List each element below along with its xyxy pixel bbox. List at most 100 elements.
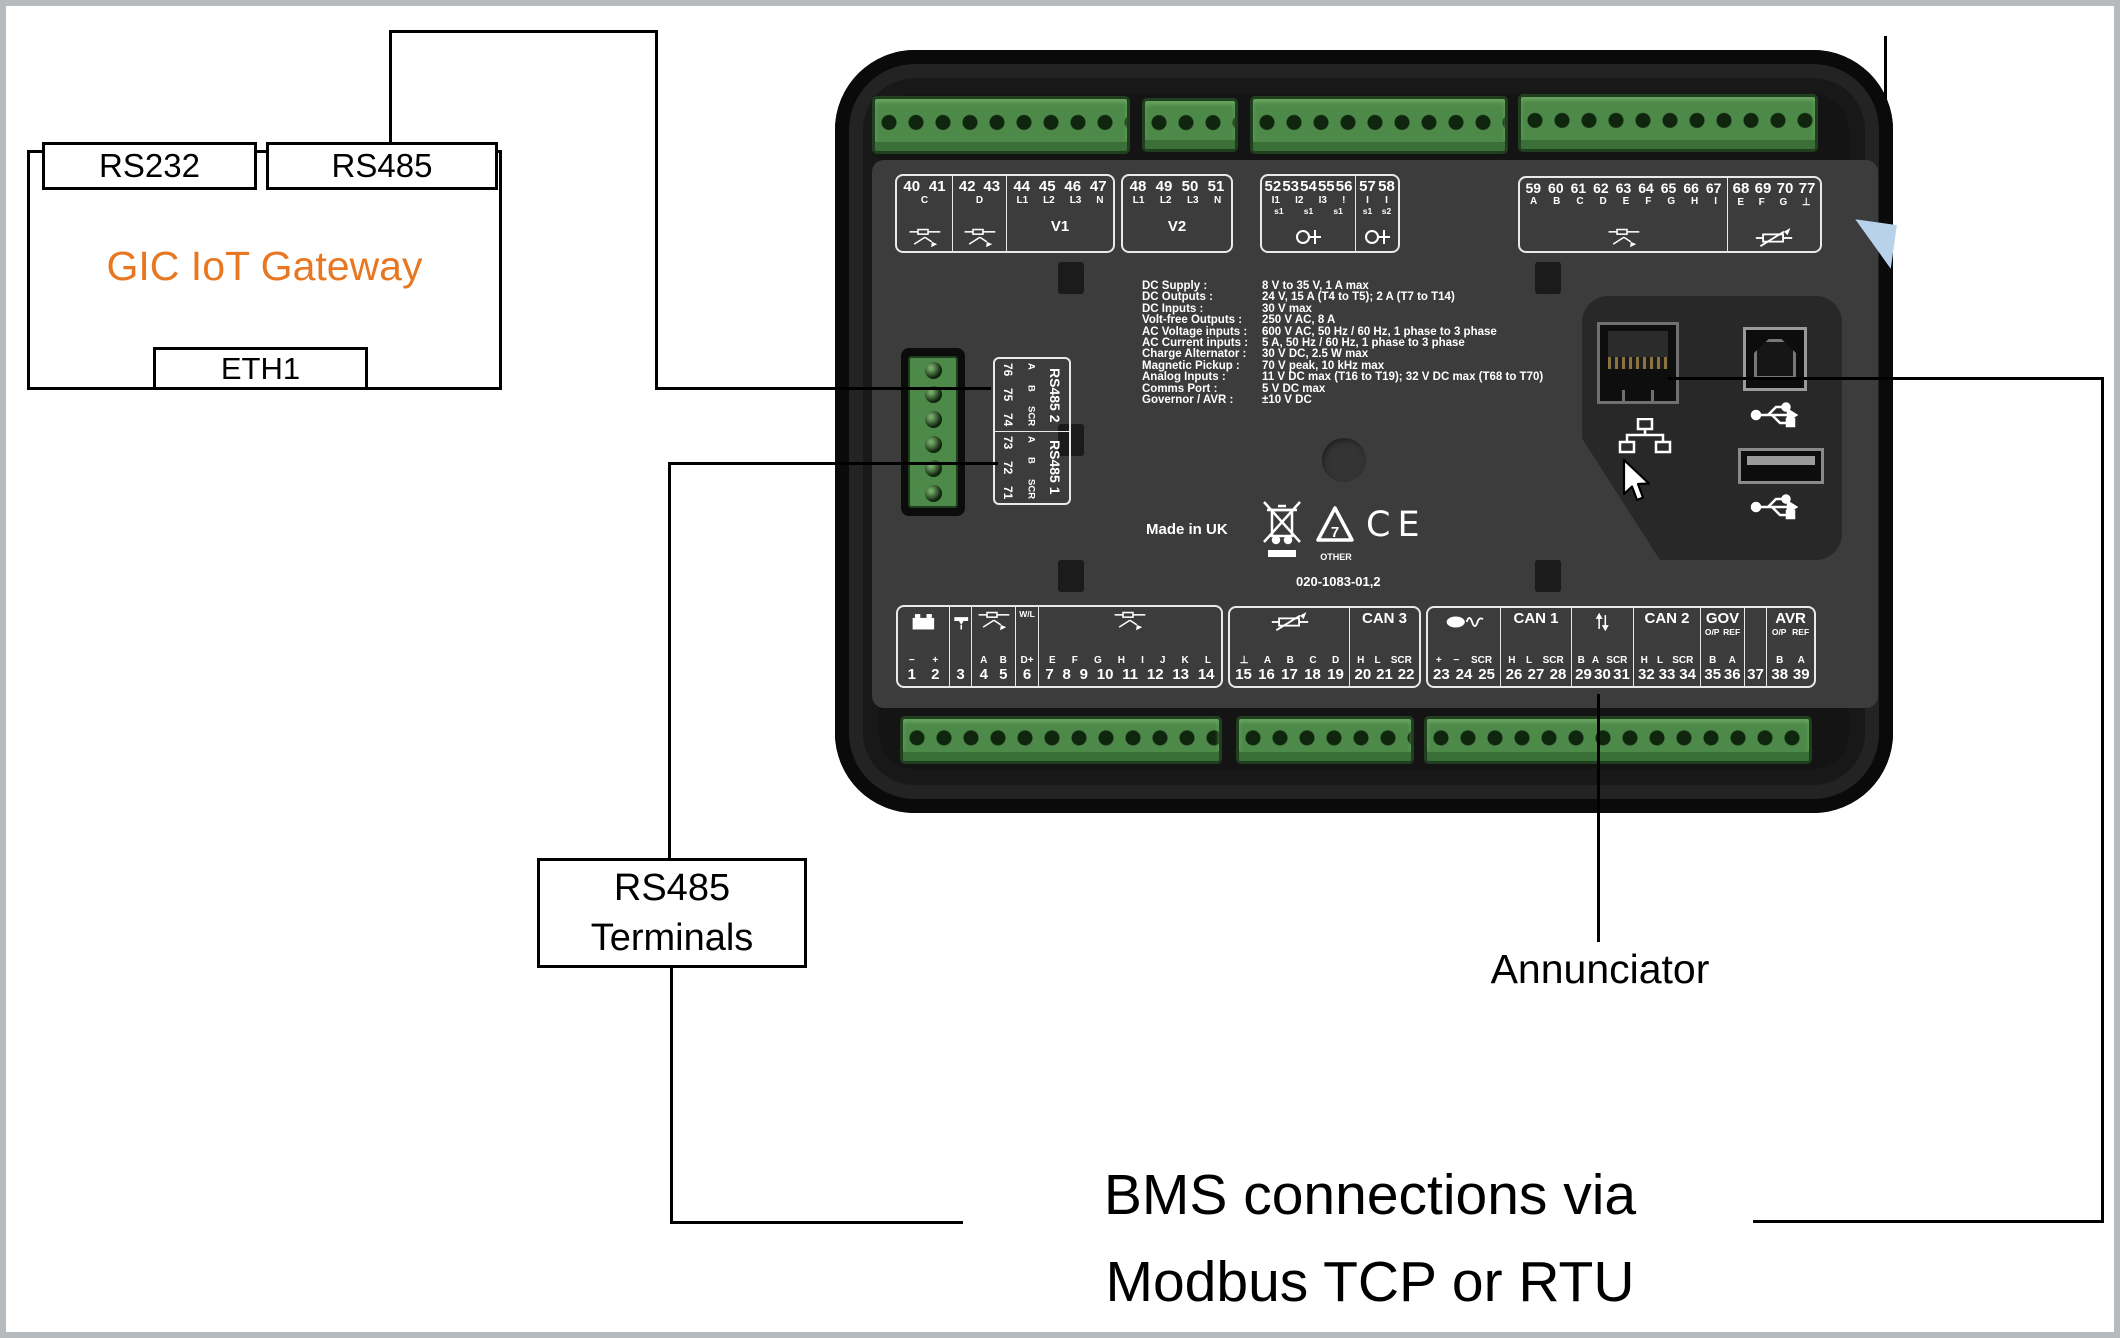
spec-row: AC Voltage inputs :600 V AC, 50 Hz / 60 … — [1142, 325, 1546, 338]
spec-name: DC Inputs : — [1142, 302, 1204, 315]
relay-symbol — [1522, 227, 1725, 248]
gateway-port-rs232: RS232 — [42, 142, 257, 190]
spec-name: Charge Alternator : — [1142, 348, 1247, 361]
recycle-icon: 7 — [1312, 504, 1358, 553]
terminal-strip-top-3 — [1250, 96, 1508, 154]
relay-symbol — [899, 227, 950, 248]
panel-slot — [1535, 560, 1561, 592]
spec-name: Governor / AVR : — [1142, 394, 1234, 407]
letters-row: −+ — [908, 655, 939, 667]
spec-name: Magnetic Pickup : — [1142, 359, 1240, 372]
spec-row: Governor / AVR :±10 V DC — [1142, 394, 1546, 407]
rheostat-symbol — [1232, 611, 1347, 632]
spec-name: DC Outputs : — [1142, 291, 1213, 304]
numbers-row: 6 — [1022, 666, 1032, 684]
usb-a-port — [1738, 448, 1824, 484]
relay-symbol — [955, 227, 1004, 248]
spec-value: 600 V AC, 50 Hz / 60 Hz, 1 phase to 3 ph… — [1262, 325, 1497, 338]
rs485-pin — [924, 386, 942, 404]
ethernet-port-pins — [1608, 357, 1668, 369]
letters-row: +−SCR — [1435, 655, 1493, 667]
group-label: V2 — [1167, 218, 1187, 236]
terminal-group-t3: 3 — [949, 607, 971, 686]
rheostat-symbol — [1730, 227, 1818, 248]
wire-to-rs485-2-port — [655, 387, 991, 390]
usb-icon — [1750, 400, 1806, 435]
numbers-row: 3 — [956, 666, 965, 684]
sub-row: W/L — [1019, 609, 1035, 619]
ethernet-port — [1597, 322, 1679, 404]
terminal-strip-bottom-2 — [1236, 716, 1414, 764]
spec-value: 11 V DC max (T16 to T19); 32 V DC max (T… — [1262, 371, 1544, 384]
annunciator-pointer-line — [1597, 694, 1600, 942]
wire-to-rs485-1-port — [668, 462, 998, 465]
rs485-pin — [924, 411, 942, 429]
terminal-strip-bottom-3 — [1424, 716, 1812, 764]
wire-ethernet-across — [1668, 377, 2104, 380]
wire-ethernet-down — [2101, 377, 2104, 1223]
spec-value: 5 A, 50 Hz / 60 Hz, 1 phase to 3 phase — [1262, 337, 1465, 350]
spec-value: 250 V AC, 8 A — [1262, 314, 1336, 327]
gateway-port-rs485: RS485 — [266, 142, 498, 190]
group-label: CAN 2 — [1644, 610, 1690, 627]
ethernet-port-latch — [1622, 390, 1654, 404]
spec-name: Comms Port : — [1142, 382, 1218, 395]
spec-row: Comms Port :5 V DC max — [1142, 382, 1546, 395]
network-icon — [1618, 417, 1672, 459]
wire-to-bms-left — [670, 1221, 963, 1224]
sensor-symbol — [952, 610, 969, 631]
page-curl-decoration — [1849, 219, 1897, 269]
annunciator-label: Annunciator — [1490, 946, 1710, 992]
spec-value: 24 V, 15 A (T4 to T5); 2 A (T7 to T14) — [1262, 291, 1455, 304]
terminal-strip-bottom-1 — [900, 716, 1222, 764]
panel-dimple — [1322, 438, 1366, 482]
